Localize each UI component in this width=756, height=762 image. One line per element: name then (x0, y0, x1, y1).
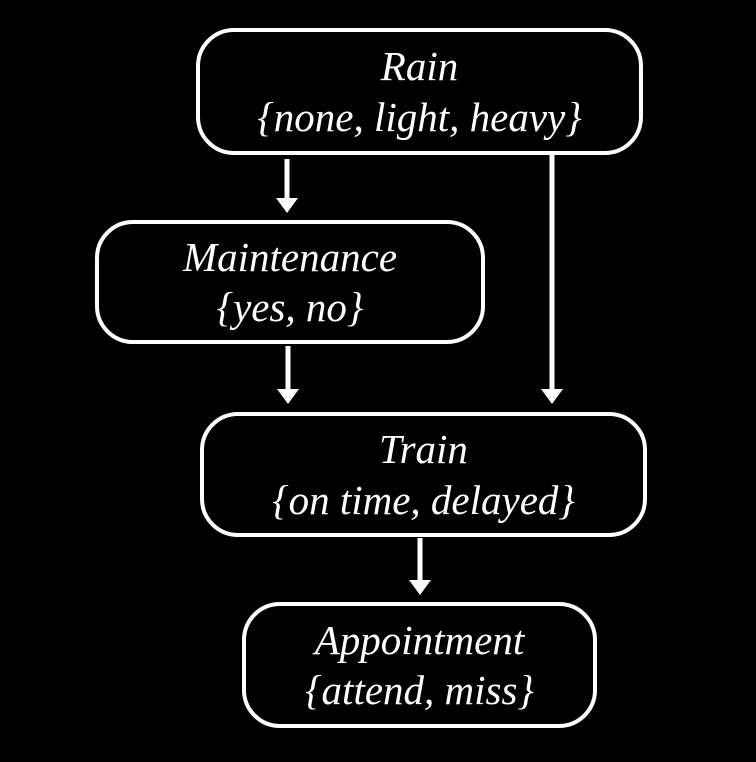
edge-rain-to-train (541, 155, 563, 404)
node-maintenance-values: {yes, no} (216, 284, 364, 330)
node-train-values: {on time, delayed} (272, 476, 575, 523)
node-train-label: Train (379, 426, 468, 473)
edge-train-to-appointment (409, 538, 431, 595)
node-rain-values: {none, light, heavy} (257, 93, 582, 140)
node-train: Train {on time, delayed} (200, 412, 647, 537)
edge-maintenance-to-train (277, 346, 299, 404)
node-maintenance-label: Maintenance (182, 233, 398, 280)
node-appointment-label: Appointment (314, 616, 525, 663)
node-rain-label: Rain (380, 43, 459, 90)
edge-rain-to-maintenance (276, 159, 298, 213)
node-rain: Rain {none, light, heavy} (196, 28, 643, 155)
node-appointment: Appointment {attend, miss} (242, 602, 597, 728)
node-maintenance: Maintenance {yes, no} (95, 220, 485, 344)
node-appointment-values: {attend, miss} (305, 667, 534, 713)
